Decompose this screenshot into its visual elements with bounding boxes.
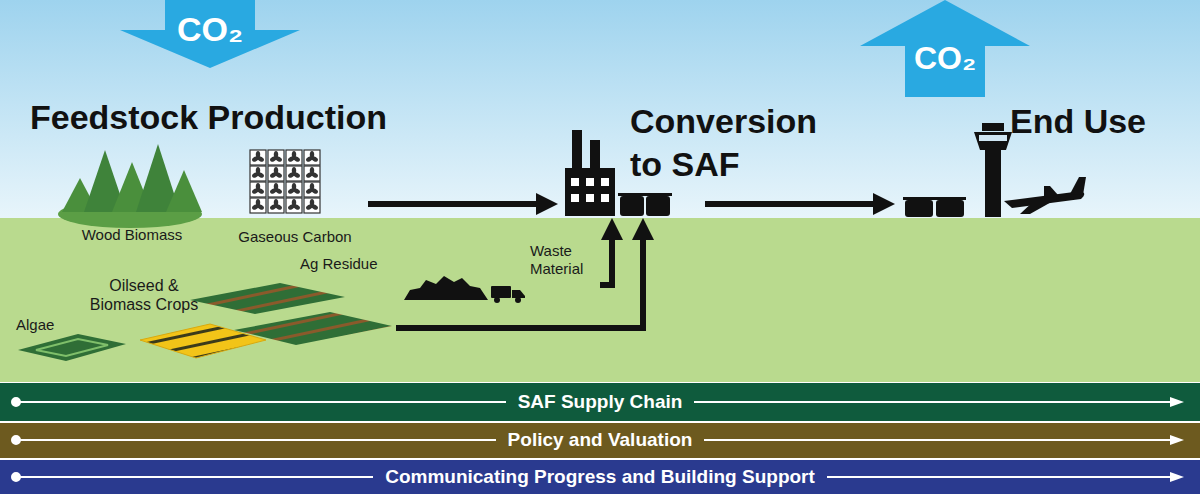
arrow-shape-fill (860, 0, 1030, 97)
node-text: Oilseed & Biomass Crops (78, 276, 210, 314)
fan-blade (305, 155, 313, 162)
band-bar: SAF Supply Chain (0, 383, 1200, 421)
feedstock-label: Gaseous Carbon (222, 148, 368, 246)
fan-cell (286, 150, 302, 165)
co2-arrow: CO₂ (860, 0, 1030, 97)
fan-blade (305, 171, 313, 178)
fan-cell (250, 198, 266, 213)
fan-cell (304, 166, 320, 181)
band-label: SAF Supply Chain (506, 391, 695, 414)
fan-blade (269, 171, 277, 178)
node-text: End Use (1010, 100, 1200, 143)
feedstock-label: Ag Residue (296, 255, 396, 345)
fan-blade (251, 171, 259, 178)
flow-arrow (600, 229, 612, 285)
flow-arrow (396, 229, 643, 328)
fan-cell (286, 182, 302, 197)
fan-cell (268, 182, 284, 197)
feedstock-label: Waste Material (530, 242, 600, 288)
fan-blade (287, 187, 295, 194)
node-text: Ag Residue (296, 255, 396, 273)
band-bar: Communicating Progress and Building Supp… (0, 460, 1200, 494)
flow-arrow (368, 201, 547, 207)
band-label: Communicating Progress and Building Supp… (373, 466, 827, 489)
fan-cell (250, 182, 266, 197)
arrow-shape-fill (120, 0, 300, 68)
node-text: CO₂ (860, 0, 1030, 77)
fan-cell (286, 198, 302, 213)
feedstock-label: Wood Biomass (66, 226, 198, 244)
factory-windows (571, 178, 609, 202)
stage-node: Conversion to SAF (558, 150, 705, 218)
fan-blade (287, 203, 295, 210)
tree-icon (58, 144, 202, 228)
field-icons (18, 283, 392, 361)
co2-arrow: CO₂ (120, 0, 300, 68)
flow-arrow (705, 201, 884, 207)
stage-heading: Feedstock Production (30, 96, 387, 139)
ground (0, 218, 1200, 382)
feedstock-label: Algae (16, 316, 54, 334)
fan-blade (269, 203, 277, 210)
node-text: Feedstock Production (30, 96, 387, 139)
fan-blade (305, 203, 313, 210)
fan-cell (268, 150, 284, 165)
fan-cell (286, 166, 302, 181)
waste-icon (404, 276, 525, 303)
node-text: Wood Biomass (66, 226, 198, 244)
fan-cell (250, 150, 266, 165)
band-gap (0, 382, 1200, 494)
fan-cell (268, 198, 284, 213)
band-label: Policy and Valuation (496, 429, 705, 452)
fan-cell (304, 182, 320, 197)
fan-cell (304, 198, 320, 213)
band-bar: Policy and Valuation (0, 423, 1200, 458)
fan-blade (305, 187, 313, 194)
node-text: Algae (16, 316, 54, 334)
node-text: Conversion to SAF (630, 100, 840, 185)
fan-blade (287, 155, 295, 162)
band-fill (0, 383, 1200, 421)
fan-blade (269, 155, 277, 162)
fan-blade (269, 187, 277, 194)
tower-windows (979, 135, 1007, 141)
fan-blade (251, 203, 259, 210)
direct-air-capture-icon (250, 150, 320, 213)
fan-cell (304, 150, 320, 165)
fan-cell (268, 166, 284, 181)
feedstock-label: Oilseed & Biomass Crops (78, 276, 210, 314)
band-fill (0, 423, 1200, 458)
fan-cell (250, 166, 266, 181)
fan-blade (287, 171, 295, 178)
fan-blade (251, 187, 259, 194)
node-text: CO₂ (120, 0, 300, 49)
band-fill (0, 460, 1200, 494)
node-text: Gaseous Carbon (222, 228, 368, 246)
node-text: Waste Material (530, 242, 600, 278)
fan-blade (251, 155, 259, 162)
stage-node: End Use (895, 140, 1090, 218)
